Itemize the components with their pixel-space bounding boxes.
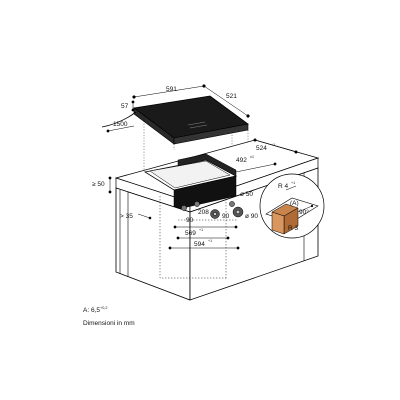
- label-cutout-width-tol: +1: [199, 228, 203, 232]
- control-knobs: [181, 201, 244, 219]
- label-cutout-depth: 524: [256, 145, 267, 152]
- footnote-tolerance: +0,2: [100, 306, 108, 310]
- footnote: A: 6,5+0,2: [83, 306, 108, 314]
- detail-view-a: [259, 173, 325, 239]
- label-detail-marker: (A): [290, 200, 299, 207]
- label-radius-upper: R 4: [278, 183, 289, 190]
- footnote-value: 6,5: [90, 307, 101, 315]
- label-outer-width: 594: [194, 241, 205, 248]
- label-hole-large: ø 90: [245, 213, 258, 220]
- label-outer-width-tol: +1: [208, 239, 212, 243]
- label-hob-height: 57: [121, 103, 129, 110]
- units-caption: Dimensioni in mm: [83, 320, 135, 327]
- label-cutout-inner: 492: [236, 157, 247, 164]
- label-hob-width: 591: [166, 86, 177, 93]
- label-cable-length: 1500: [113, 121, 128, 128]
- label-radius-upper-tol: +1: [291, 181, 295, 185]
- label-knob-angle-right: 90: [222, 213, 230, 220]
- hob-unit: [133, 95, 249, 145]
- label-front-margin: ≥ 50: [92, 181, 105, 188]
- label-cutout-width: 569: [185, 230, 196, 237]
- power-cable: [101, 111, 137, 128]
- label-knob-angle-left: 90: [186, 217, 194, 224]
- label-hob-depth: 521: [226, 93, 237, 100]
- hob-dimension-lines: [106, 84, 250, 133]
- label-radius-lower: R 3: [288, 225, 299, 232]
- label-side-margin: > 35: [120, 213, 133, 220]
- knob-right-a: [229, 201, 235, 207]
- label-hole-small: ø 50: [240, 191, 253, 198]
- label-knob-spacing: 208: [198, 209, 209, 216]
- knob-left-a: [181, 205, 187, 211]
- footnote-label: A:: [83, 307, 90, 315]
- knob-left-b: [194, 201, 200, 207]
- label-cutout-depth-tol: +1: [271, 143, 275, 147]
- label-cutout-inner-tol: ±1: [250, 155, 254, 159]
- label-detail-angle: 90°: [299, 208, 309, 216]
- cabinet-dimension-lines: [108, 138, 298, 250]
